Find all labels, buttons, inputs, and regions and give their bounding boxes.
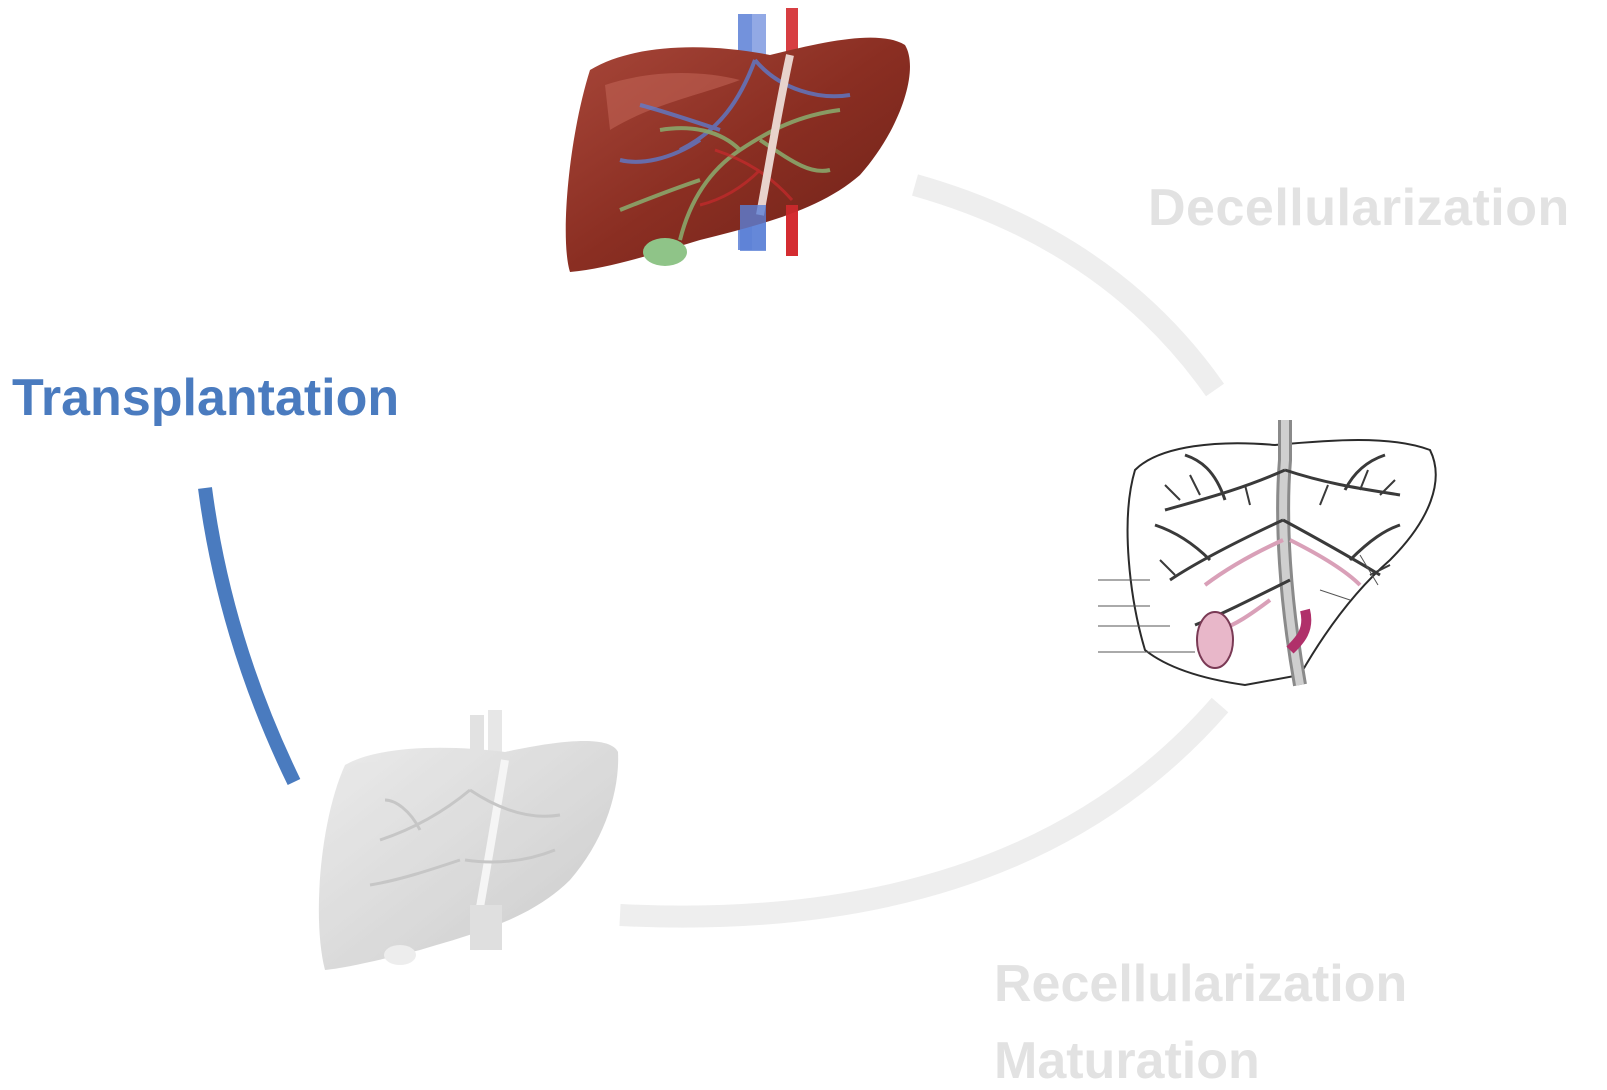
arc-recellularization bbox=[620, 705, 1220, 917]
stage-label-maturation: Maturation bbox=[994, 1035, 1260, 1087]
stage-label-decellularization: Decellularization bbox=[1148, 182, 1570, 234]
recellularized-liver-icon bbox=[319, 710, 618, 970]
stage-label-recellularization: Recellularization bbox=[994, 958, 1407, 1010]
native-liver-icon bbox=[566, 8, 910, 272]
stage-label-transplantation: Transplantation bbox=[12, 372, 399, 424]
arc-transplantation bbox=[205, 488, 294, 782]
decellularized-scaffold-icon bbox=[1098, 420, 1436, 685]
